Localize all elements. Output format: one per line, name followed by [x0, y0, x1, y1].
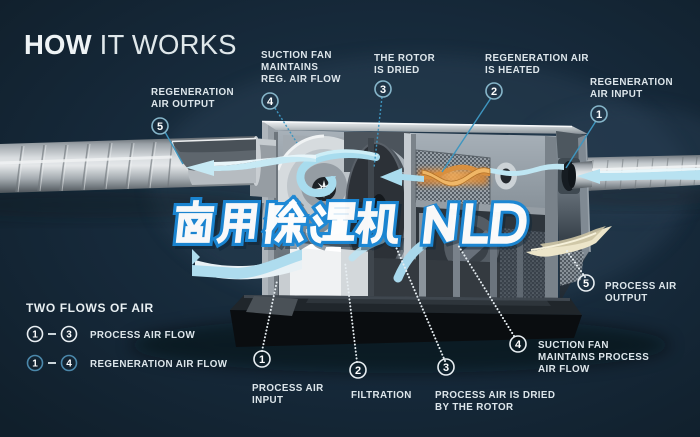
svg-text:THE ROTOR: THE ROTOR: [374, 53, 435, 64]
svg-text:PROCESS AIR: PROCESS AIR: [252, 383, 324, 394]
svg-text:AIR FLOW: AIR FLOW: [538, 364, 590, 375]
svg-text:4: 4: [515, 339, 522, 351]
svg-text:3: 3: [66, 330, 72, 341]
svg-text:AIR OUTPUT: AIR OUTPUT: [151, 99, 215, 110]
svg-text:FILTRATION: FILTRATION: [351, 390, 412, 401]
svg-text:IS DRIED: IS DRIED: [374, 65, 420, 76]
svg-text:HOW IT WORKS: HOW IT WORKS: [24, 29, 237, 60]
svg-text:PROCESS AIR IS DRIED: PROCESS AIR IS DRIED: [435, 390, 555, 401]
svg-text:1: 1: [259, 354, 265, 366]
svg-text:3: 3: [380, 84, 386, 96]
svg-text:5: 5: [583, 278, 589, 290]
svg-text:3: 3: [443, 362, 449, 374]
svg-text:2: 2: [491, 86, 497, 98]
svg-text:PROCESS AIR FLOW: PROCESS AIR FLOW: [90, 330, 195, 341]
svg-text:REGENERATION: REGENERATION: [151, 87, 234, 98]
svg-text:SUCTION FAN: SUCTION FAN: [538, 340, 609, 351]
svg-text:4: 4: [267, 96, 274, 108]
svg-text:SUCTION FAN: SUCTION FAN: [261, 50, 332, 61]
svg-text:REG. AIR FLOW: REG. AIR FLOW: [261, 74, 341, 85]
svg-text:BY THE ROTOR: BY THE ROTOR: [435, 402, 513, 413]
svg-text:AIR INPUT: AIR INPUT: [590, 89, 643, 100]
svg-text:1: 1: [32, 359, 38, 370]
svg-text:INPUT: INPUT: [252, 395, 283, 406]
svg-text:1: 1: [596, 109, 602, 121]
svg-text:5: 5: [157, 121, 163, 133]
svg-text:MAINTAINS: MAINTAINS: [261, 62, 318, 73]
svg-text:OUTPUT: OUTPUT: [605, 293, 648, 304]
svg-text:REGENERATION AIR: REGENERATION AIR: [485, 53, 589, 64]
svg-text:IS HEATED: IS HEATED: [485, 65, 540, 76]
svg-text:REGENERATION AIR FLOW: REGENERATION AIR FLOW: [90, 359, 228, 370]
svg-text:TWO FLOWS OF AIR: TWO FLOWS OF AIR: [26, 301, 154, 315]
svg-text:MAINTAINS PROCESS: MAINTAINS PROCESS: [538, 352, 649, 363]
svg-text:REGENERATION: REGENERATION: [590, 77, 673, 88]
svg-text:2: 2: [355, 365, 361, 377]
svg-text:1: 1: [32, 330, 38, 341]
svg-text:PROCESS AIR: PROCESS AIR: [605, 281, 677, 292]
svg-text:4: 4: [66, 359, 72, 370]
